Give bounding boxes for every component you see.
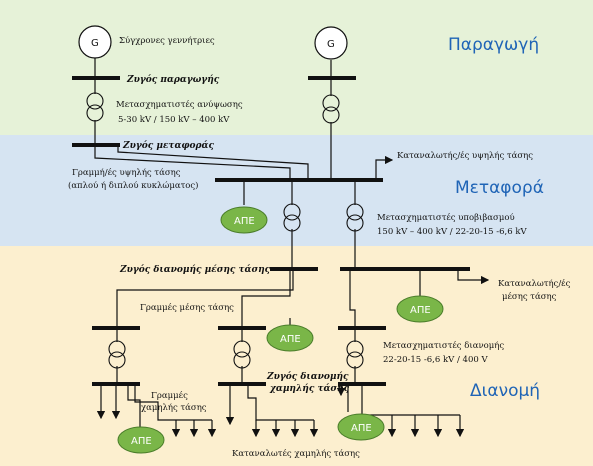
generation-band [0,0,593,135]
generator-2-symbol: G [327,39,335,50]
mv-bus-label: Ζυγός διανομής μέσης τάσης [119,264,271,275]
lv-bus-2 [218,326,266,330]
transformer-distribution-2 [233,340,251,369]
ape-1: ΑΠΕ [220,206,268,234]
mv-bus-right [340,267,470,271]
generation-bus-2 [308,76,356,80]
ape-4-shape [117,426,165,454]
stepdown-transformer-label: Μετασχηματιστές υποβιβασμού [377,212,515,223]
lv-bus-1 [92,326,140,330]
transformer-stepup-1 [86,92,104,122]
lv-bus-label: Ζυγός διανομής [266,371,349,382]
generation-bus-label: Ζυγός παραγωγής [126,74,220,85]
buses [72,76,470,386]
generators-label: Σύγχρονες γεννήτριες [119,35,215,46]
mv-consumers-label: Καταναλωτής/ές [498,278,571,289]
hv-consumers-label: Καταναλωτής/ές υψηλής τάσης [397,150,533,161]
transmission-bus-main [215,178,383,182]
generator-2-circle [314,26,348,60]
mv-consumers-sub-label: μέσης τάσης [502,291,557,302]
lv-bus-5 [218,382,266,386]
ape-1-shape [220,206,268,234]
ape-2-shape [396,295,444,323]
transformer-stepdown-1 [283,203,301,232]
dist-transformer-label: Μετασχηματιστές διανομής [383,340,504,351]
mv-lines-label: Γραμμές μέσης τάσης [140,302,234,313]
ape-5-shape [337,413,385,441]
ape-5: ΑΠΕ [337,413,385,441]
transmission-bus-left [72,143,120,147]
stepup-transformer-label: Μετασχηματιστές ανύψωσης [116,99,243,110]
generation-bus-1 [72,76,120,80]
transmission-bus-label: Ζυγός μεταφοράς [122,140,214,151]
transformer-stepup-2 [322,94,340,124]
generator-1-circle [78,25,112,59]
transformer-stepdown-2 [346,203,364,232]
ape-2-label: ΑΠΕ [410,305,431,316]
stepdown-transformer-voltage: 150 kV – 400 kV / 22-20-15 -6,6 kV [377,227,527,237]
dist-transformer-voltage: 22-20-15 -6,6 kV / 400 V [383,355,488,365]
generator-1: G [78,25,112,59]
transmission-band [0,135,593,246]
lv-bus-4 [92,382,140,386]
ape-4: ΑΠΕ [117,426,165,454]
wiring [94,58,490,438]
mv-bus-left [270,267,318,271]
section-title-distribution: Διανομή [470,381,540,401]
hv-line-circuit-label: (απλού ή διπλού κυκλώματος) [68,180,199,191]
stepup-transformer-voltage: 5-30 kV / 150 kV – 400 kV [118,115,230,125]
section-title-generation: Παραγωγή [448,35,539,55]
generator-2: G [314,26,348,60]
ape-3-label: ΑΠΕ [280,334,301,345]
lv-lines-sub-label: χαμηλής τάσης [141,402,207,413]
ape-5-label: ΑΠΕ [351,423,372,434]
lv-bus-3 [338,326,386,330]
lv-bus-sub-label: χαμηλής τάσης [269,383,350,394]
transformer-distribution-1 [108,340,126,369]
lv-lines-label: Γραμμές [151,390,188,401]
ape-3: ΑΠΕ [266,324,314,352]
section-title-transmission: Μεταφορά [455,178,544,198]
hv-line-label: Γραμμή/ές υψηλής τάσης [72,167,181,178]
ape-3-shape [266,324,314,352]
lv-consumers-label: Καταναλωτές χαμηλής τάσης [232,448,360,459]
ape-2: ΑΠΕ [396,295,444,323]
transformers [86,92,364,369]
generator-1-symbol: G [91,38,99,49]
lv-bus-6 [338,382,386,386]
transformer-distribution-3 [346,340,364,369]
ape-1-label: ΑΠΕ [234,216,255,227]
ape-4-label: ΑΠΕ [131,436,152,447]
